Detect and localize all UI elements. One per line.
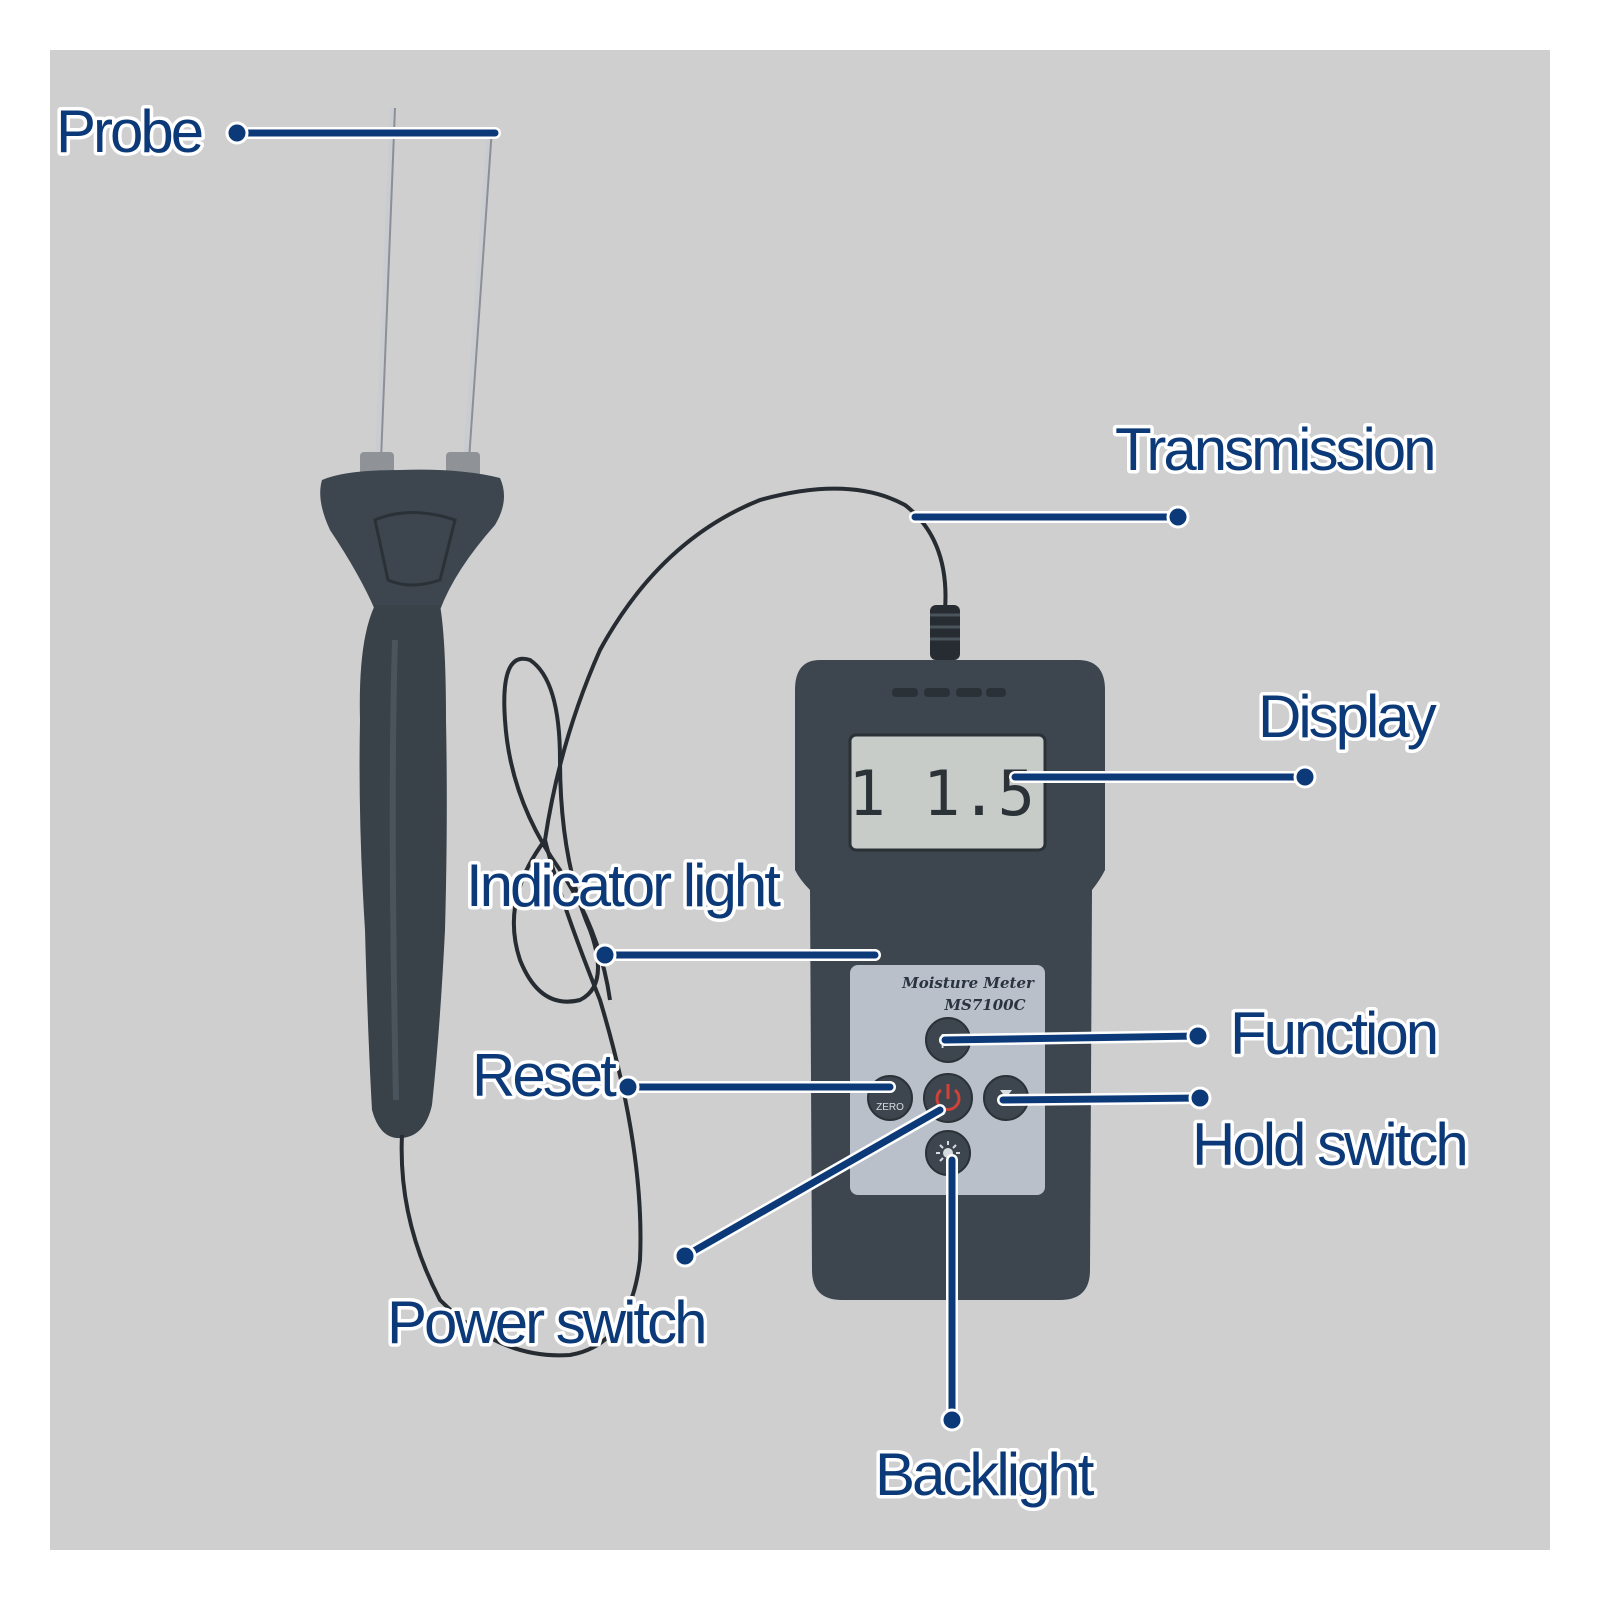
label-probe: Probe (56, 98, 202, 165)
probe-head (320, 469, 504, 610)
brand-name: Moisture Meter (901, 974, 1035, 992)
power-switch-leader (681, 1106, 944, 1260)
label-backlight: Backlight (875, 1441, 1095, 1508)
probe-cable (399, 839, 643, 1358)
power-icon (935, 1084, 961, 1111)
label-power-switch: Power switch (387, 1289, 704, 1356)
label-display: Display (1258, 683, 1437, 750)
callout-leaders (225, 121, 1317, 1432)
hold-switch-leader (999, 1094, 1204, 1104)
indicator-light-slots (892, 688, 1006, 697)
probe-pin-left (375, 107, 396, 461)
callout-labels: Probe Transmission Display Indicator lig… (53, 95, 1473, 1512)
label-reset: Reset (472, 1042, 617, 1109)
function-leader (941, 1032, 1202, 1044)
svg-text:ZERO: ZERO (876, 1102, 904, 1113)
probe-assembly (320, 107, 643, 1358)
probe-handle (359, 605, 447, 1139)
label-hold-switch: Hold switch (1192, 1111, 1466, 1178)
label-function: Function (1230, 1000, 1436, 1067)
label-indicator-light: Indicator light (466, 852, 781, 919)
model-name: MS7100C (943, 996, 1025, 1014)
probe-pin-right (463, 127, 493, 461)
lcd-reading: 1 1.5 (848, 757, 1035, 830)
lcd-screen (848, 733, 1047, 852)
cable-strain-relief (930, 605, 960, 660)
label-transmission: Transmission (1115, 416, 1434, 483)
